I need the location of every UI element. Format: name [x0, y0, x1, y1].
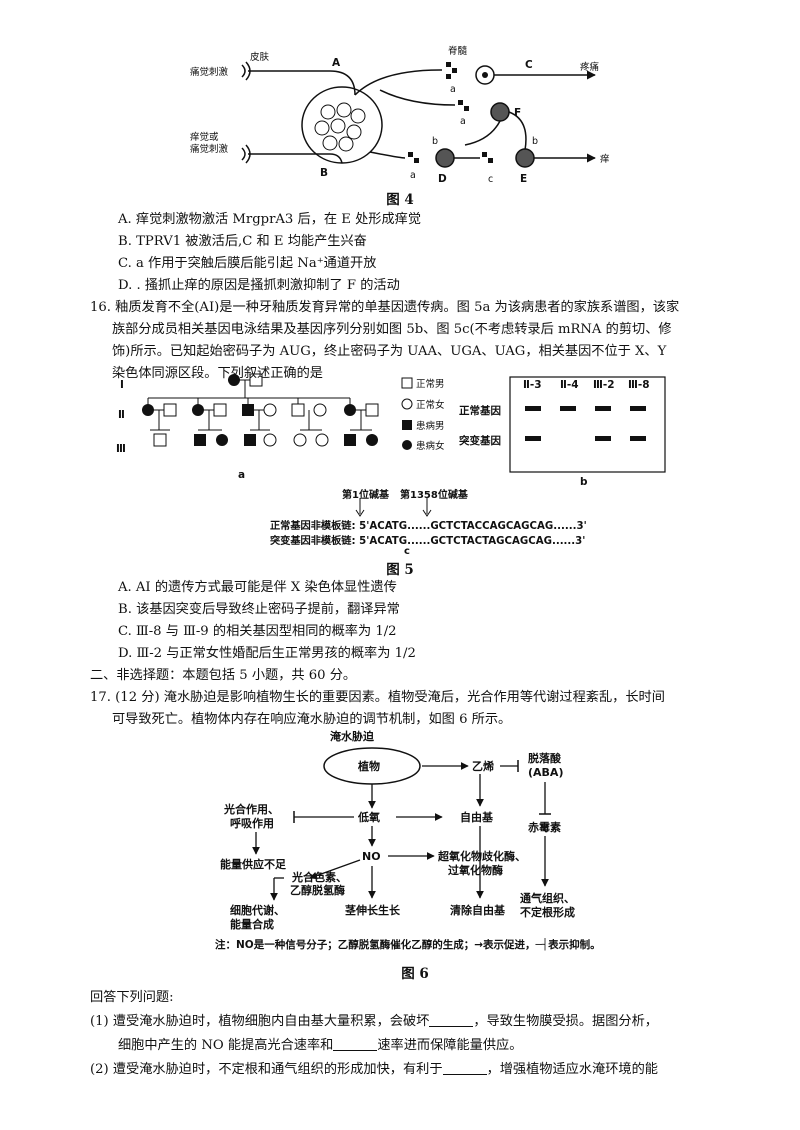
free-radical-label: 自由基: [460, 810, 494, 824]
figure-5a-pedigree: Ⅰ Ⅱ Ⅲ 正常男 正常女 患病男 患病女 a: [116, 373, 445, 481]
gen-1-label: Ⅰ: [120, 379, 124, 391]
spinal-label: 脊髓: [448, 45, 468, 57]
photo-label-2: 呼吸作用: [230, 816, 274, 830]
q15-option-c: C. a 作用于突触后膜后能引起 Na⁺通道开放: [118, 256, 377, 271]
aer-label-1: 通气组织、: [520, 891, 575, 905]
label-b-right: b: [532, 136, 538, 147]
metab-label-1: 细胞代谢、: [230, 903, 285, 917]
figure-5-caption: 图 5: [386, 562, 414, 578]
q16-line-1: 16. 釉质发育不全(AI)是一种牙釉质发育异常的单基因遗传病。图 5a 为该病…: [90, 300, 680, 315]
figure-5b-gel: Ⅱ-3 Ⅱ-4 Ⅲ-2 Ⅲ-8 正常基因 突变基因 b: [459, 376, 666, 488]
ethylene-label: 乙烯: [472, 759, 494, 773]
enzyme-label-2: 过氧化物酶: [448, 863, 503, 877]
sequence-arrows: [355, 498, 432, 517]
answer-blank-3[interactable]: [442, 1062, 487, 1075]
gel-col-1: Ⅱ-3: [523, 379, 542, 391]
plant-label: 植物: [357, 759, 380, 773]
q16-option-b: B. 该基因突变后导致终止密码子提前，翻译异常: [118, 602, 400, 617]
normal-seq: 5'ACATG......GCTCTACCAGCAGCAG......3': [359, 521, 587, 532]
gen-3-label: Ⅲ: [116, 443, 126, 455]
gel-col-3: Ⅲ-2: [593, 379, 615, 391]
label-D: D: [438, 173, 447, 185]
label-A: A: [332, 57, 341, 69]
base-1358-label: 第1358位碱基: [400, 490, 468, 501]
label-F: F: [514, 107, 521, 119]
metab-label-2: 能量合成: [230, 917, 274, 931]
answer-1-part-d: 速率进而保障能量供应。: [377, 1038, 523, 1053]
label-E: E: [520, 173, 527, 185]
gel-col-4: Ⅲ-8: [628, 379, 650, 391]
mutant-seq: 5'ACATG......GCTCTACTAGCAGCAG......3': [359, 536, 586, 547]
gel-col-2: Ⅱ-4: [560, 379, 579, 391]
q15-option-b: B. TPRV1 被激活后,C 和 E 均能产生兴奋: [118, 234, 367, 249]
itch-output-label: 痒: [600, 153, 610, 165]
gibberellin-label: 赤霉素: [528, 820, 561, 834]
aba-label-1: 脱落酸: [528, 751, 562, 765]
answer-1-part-c: 细胞中产生的 NO 能提高光合速率和: [118, 1038, 334, 1053]
fig5-sub-a: a: [238, 469, 245, 481]
q16-line-2: 族部分成员相关基因电泳结果及基因序列分别如图 5b、图 5c(不考虑转录后 mR…: [112, 322, 672, 337]
answer-blank-2[interactable]: [333, 1038, 378, 1051]
q15-option-d: D. . 搔抓止痒的原因是搔抓刺激抑制了 F 的活动: [118, 278, 400, 293]
label-a-mid: a: [460, 116, 466, 127]
legend-affected-female: 患病女: [416, 440, 445, 452]
aer-label-2: 不定根形成: [520, 905, 575, 919]
figure-4-diagram: 皮肤 痛觉刺激 A 痒觉或 痛觉刺激 B 脊髓 a C 疼痛 a F a b D…: [190, 45, 610, 185]
answer-2-part-b: ，增强植物适应水淹环境的能: [486, 1062, 658, 1077]
gel-row-mutant: 突变基因: [459, 434, 501, 447]
base-1-label: 第1位碱基: [342, 490, 389, 501]
q16-option-c: C. Ⅲ-8 与 Ⅲ-9 的相关基因型相同的概率为 1/2: [118, 624, 397, 639]
label-c: c: [488, 174, 493, 185]
answer-intro: 回答下列问题:: [90, 990, 174, 1005]
legend-affected-male: 患病男: [416, 420, 445, 432]
enzyme-label-1: 超氧化物歧化酶、: [437, 849, 526, 863]
q16-line-4: 染色体同源区段。下列叙述正确的是: [112, 366, 323, 381]
pigment-label-1: 光合色素、: [291, 870, 347, 884]
label-a-top: a: [450, 84, 456, 95]
figure-6-caption: 图 6: [401, 966, 429, 982]
label-a-bottom: a: [410, 170, 416, 181]
gen-2-label: Ⅱ: [118, 409, 125, 421]
pain-stimulus-label: 痛觉刺激: [190, 66, 229, 78]
q16-option-d: D. Ⅲ-2 与正常女性婚配后生正常男孩的概率为 1/2: [118, 646, 416, 661]
q16-line-3: 饰)所示。已知起始密码子为 AUG，终止密码子为 UAA、UGA、UAG，相关基…: [112, 344, 667, 359]
fig5-sub-b: b: [580, 476, 588, 488]
itch-stimulus-label-1: 痒觉或: [190, 131, 219, 143]
no-label: NO: [362, 850, 381, 863]
label-b-left: b: [432, 136, 438, 147]
stem-growth-label: 茎伸长生长: [345, 903, 401, 917]
label-C: C: [525, 59, 533, 71]
legend-normal-male: 正常男: [416, 378, 445, 390]
mutant-seq-label: 突变基因非模板链:: [270, 536, 356, 547]
q16-option-a: A. AI 的遗传方式最可能是伴 X 染色体显性遗传: [118, 580, 397, 595]
answer-1-part-a: (1) 遭受淹水胁迫时，植物细胞内自由基大量积累，会破坏: [90, 1014, 430, 1029]
pigment-label-2: 乙醇脱氢酶: [290, 883, 345, 897]
itch-stimulus-label-2: 痛觉刺激: [190, 143, 229, 155]
q15-option-a: A. 痒觉刺激物激活 MrgprA3 后，在 E 处形成痒觉: [118, 212, 422, 227]
pain-output-label: 疼痛: [580, 61, 600, 73]
energy-short-label: 能量供应不足: [220, 857, 287, 871]
answer-blank-1[interactable]: [429, 1014, 474, 1027]
gel-row-normal: 正常基因: [459, 404, 501, 417]
aba-label-2: (ABA): [528, 766, 563, 779]
clear-radical-label: 清除自由基: [450, 903, 506, 917]
figure-6-diagram: 淹水胁迫 植物 乙烯 脱落酸 (ABA) 赤霉素 自由基 低氧 光合作用、 呼吸…: [220, 729, 575, 931]
section-2-heading: 二、非选择题：本题包括 5 小题，共 60 分。: [90, 668, 357, 683]
fig5-sub-c: c: [404, 546, 410, 557]
q17-line-2: 可导致死亡。植物体内存在响应淹水胁迫的调节机制，如图 6 所示。: [112, 712, 512, 727]
normal-seq-label: 正常基因非模板链:: [270, 521, 356, 532]
legend-normal-female: 正常女: [416, 399, 445, 411]
skin-label: 皮肤: [250, 51, 270, 63]
answer-1-part-b: ，导致生物膜受损。据图分析，: [473, 1014, 658, 1029]
q17-line-1: 17. (12 分) 淹水胁迫是影响植物生长的重要因素。植物受淹后，光合作用等代…: [90, 690, 665, 705]
hypoxia-label: 低氧: [357, 810, 380, 824]
stress-label: 淹水胁迫: [330, 729, 375, 743]
label-B: B: [320, 167, 328, 179]
figure-4-caption: 图 4: [386, 192, 414, 208]
figure-6-note: 注：NO是一种信号分子；乙醇脱氢酶催化乙醇的生成；→表示促进，─┤表示抑制。: [215, 939, 601, 951]
answer-2-part-a: (2) 遭受淹水胁迫时，不定根和通气组织的形成加快，有利于: [90, 1062, 443, 1077]
photo-label-1: 光合作用、: [223, 802, 279, 816]
